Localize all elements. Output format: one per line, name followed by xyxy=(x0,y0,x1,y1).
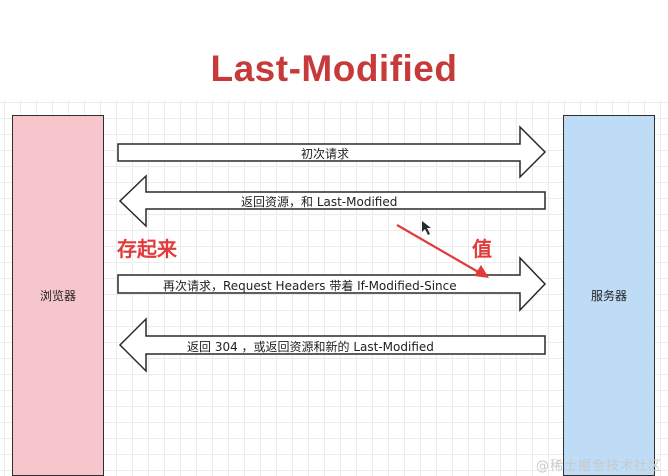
arrow-response-2 xyxy=(118,317,546,373)
server-box: 服务器 xyxy=(563,115,655,476)
arrow-response-1 xyxy=(118,174,546,228)
cursor-icon xyxy=(422,221,431,235)
server-label: 服务器 xyxy=(590,289,627,303)
annotation-value: 值 xyxy=(472,237,492,261)
arrow-request-1 xyxy=(117,125,547,179)
browser-label: 浏览器 xyxy=(39,289,76,303)
title-band xyxy=(0,0,668,100)
browser-box: 浏览器 xyxy=(12,115,104,476)
annotation-pointer-line xyxy=(396,224,481,274)
message-label-3: 再次请求，Request Headers 带着 If-Modified-Sinc… xyxy=(163,279,457,293)
watermark: @稀土掘金技术社区 xyxy=(535,459,662,474)
annotation-store: 存起来 xyxy=(117,237,177,261)
message-label-4: 返回 304 ，或返回资源和新的 Last-Modified xyxy=(187,340,434,354)
message-label-2: 返回资源，和 Last-Modified xyxy=(241,195,398,209)
annotation-pointer-head xyxy=(474,265,489,278)
arrow-request-2 xyxy=(117,256,547,312)
message-label-1: 初次请求 xyxy=(301,147,350,161)
page-title: Last-Modified xyxy=(210,48,458,89)
